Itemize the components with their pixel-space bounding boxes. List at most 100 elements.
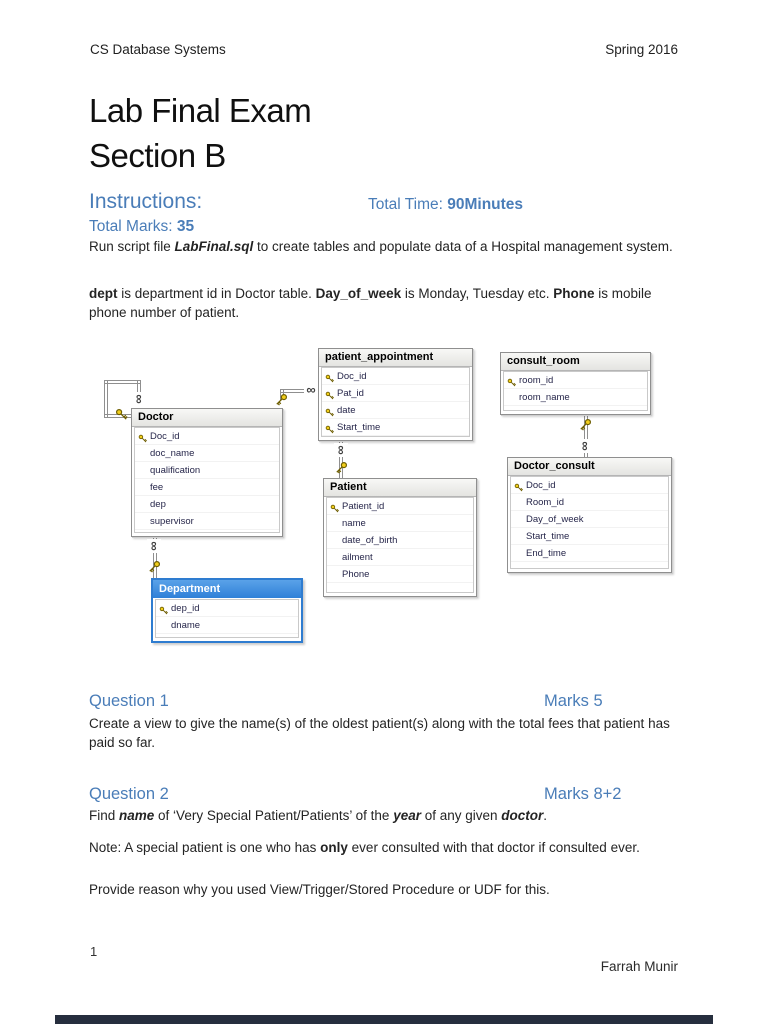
table-field-row[interactable]: dep	[135, 496, 279, 513]
key-endpoint-icon	[578, 418, 592, 432]
primary-key-icon	[322, 371, 337, 383]
relationship-line-doctor-supervisor-self	[104, 414, 132, 418]
infinity-endpoint-icon: ∞	[578, 439, 593, 453]
text-segment: Find	[89, 808, 120, 823]
field-name: doc_name	[150, 447, 195, 459]
table-field-row[interactable]: End_time	[511, 545, 668, 562]
field-name: Start_time	[337, 421, 381, 433]
text-segment: Phone	[553, 286, 595, 301]
table-field-row[interactable]: Room_id	[511, 494, 668, 511]
table-field-row[interactable]: room_id	[504, 372, 647, 389]
table-field-row[interactable]: Phone	[327, 566, 473, 583]
text-segment: ever consulted with that doctor if consu…	[347, 840, 640, 855]
field-name: room_name	[519, 391, 570, 403]
question-2-header: Question 2 Marks 8+2	[89, 785, 677, 805]
text-segment: is department id in Doctor table.	[117, 286, 316, 301]
table-field-row[interactable]: dname	[156, 617, 298, 634]
er-table-header-Doctor_consult[interactable]: Doctor_consult	[508, 458, 671, 476]
er-table-header-patient_appointment[interactable]: patient_appointment	[319, 349, 472, 367]
table-field-row[interactable]: Pat_id	[322, 385, 469, 402]
relationship-line-doctor-supervisor-self	[137, 380, 141, 393]
primary-key-icon	[156, 603, 171, 615]
field-name: fee	[150, 481, 164, 493]
field-name: Room_id	[526, 496, 565, 508]
infinity-endpoint-icon: ∞	[304, 383, 318, 397]
text-segment: 90Minutes	[447, 196, 524, 213]
table-field-row[interactable]: room_name	[504, 389, 647, 406]
infinity-endpoint-icon: ∞	[147, 539, 162, 553]
text-segment: Provide reason why you used View/Trigger…	[89, 882, 550, 897]
er-table-header-Doctor[interactable]: Doctor	[132, 409, 282, 427]
er-table-header-consult_room[interactable]: consult_room	[501, 353, 650, 371]
infinity-endpoint-icon: ∞	[334, 443, 349, 457]
total-time: Total Time: 90Minutes	[368, 196, 523, 214]
text-segment: .	[543, 808, 548, 823]
text-segment: Create a view to give the name(s) of the…	[89, 716, 670, 750]
table-field-row[interactable]: Patient_id	[327, 498, 473, 515]
primary-key-icon	[135, 431, 150, 443]
text-segment: Note: A special patient is one who has	[89, 840, 321, 855]
field-name: Phone	[342, 568, 370, 580]
field-name: qualification	[150, 464, 201, 476]
semester-label: Spring 2016	[605, 42, 678, 57]
text-segment: to create tables and populate data of a …	[253, 239, 673, 254]
table-field-row[interactable]: Doc_id	[322, 368, 469, 385]
course-name: CS Database Systems	[90, 42, 226, 57]
field-name: End_time	[526, 547, 567, 559]
text-segment: is Monday, Tuesday etc.	[401, 286, 554, 301]
field-name: dname	[171, 619, 201, 631]
table-field-row[interactable]: Day_of_week	[511, 511, 668, 528]
table-field-row[interactable]: name	[327, 515, 473, 532]
table-field-row[interactable]: doc_name	[135, 445, 279, 462]
instructions-heading: Instructions:	[89, 190, 203, 213]
text-segment: Day_of_week	[315, 286, 402, 301]
text-segment: dept	[89, 286, 118, 301]
table-field-row[interactable]: Start_time	[322, 419, 469, 436]
question-1-body: Create a view to give the name(s) of the…	[89, 714, 679, 752]
primary-key-icon	[504, 375, 519, 387]
primary-key-icon	[322, 405, 337, 417]
primary-key-icon	[511, 480, 526, 492]
er-table-fields-Doctor: Doc_id doc_name qualification fee dep supervi…	[134, 427, 280, 533]
table-field-row[interactable]: date	[322, 402, 469, 419]
question-1-title: Question 1	[89, 692, 169, 710]
author-name: Farrah Munir	[600, 959, 678, 974]
field-name: dep_id	[171, 602, 200, 614]
field-name: date	[337, 404, 356, 416]
title-line-1: Lab Final Exam	[89, 92, 312, 129]
table-field-row[interactable]: date_of_birth	[327, 532, 473, 549]
table-field-row[interactable]: Start_time	[511, 528, 668, 545]
question-1-header: Question 1 Marks 5	[89, 692, 677, 712]
table-field-row[interactable]: Doc_id	[135, 428, 279, 445]
er-table-fields-consult_room: room_id room_name	[503, 371, 648, 411]
intro-paragraph-2: dept is department id in Doctor table. D…	[89, 284, 674, 322]
field-name: Doc_id	[337, 370, 367, 382]
table-field-row[interactable]: supervisor	[135, 513, 279, 530]
table-field-row[interactable]: fee	[135, 479, 279, 496]
text-segment: Total Time:	[368, 196, 448, 213]
er-table-header-Patient[interactable]: Patient	[324, 479, 476, 497]
table-field-row[interactable]: ailment	[327, 549, 473, 566]
table-field-row[interactable]: dep_id	[156, 600, 298, 617]
text-segment: only	[320, 840, 348, 855]
text-segment: LabFinal.sql	[174, 239, 254, 254]
question-2-paragraph-1: Find name of ‘Very Special Patient/Patie…	[89, 806, 679, 825]
table-field-row[interactable]: qualification	[135, 462, 279, 479]
text-segment: is mobile phone number of patient.	[89, 286, 652, 320]
infinity-endpoint-icon: ∞	[132, 392, 147, 406]
field-name: Doc_id	[150, 430, 180, 442]
field-name: ailment	[342, 551, 373, 563]
er-table-header-Department[interactable]: Department	[153, 580, 301, 598]
field-name: supervisor	[150, 515, 194, 527]
table-field-row[interactable]: Doc_id	[511, 477, 668, 494]
page-header: CS Database Systems Spring 2016	[90, 42, 678, 57]
